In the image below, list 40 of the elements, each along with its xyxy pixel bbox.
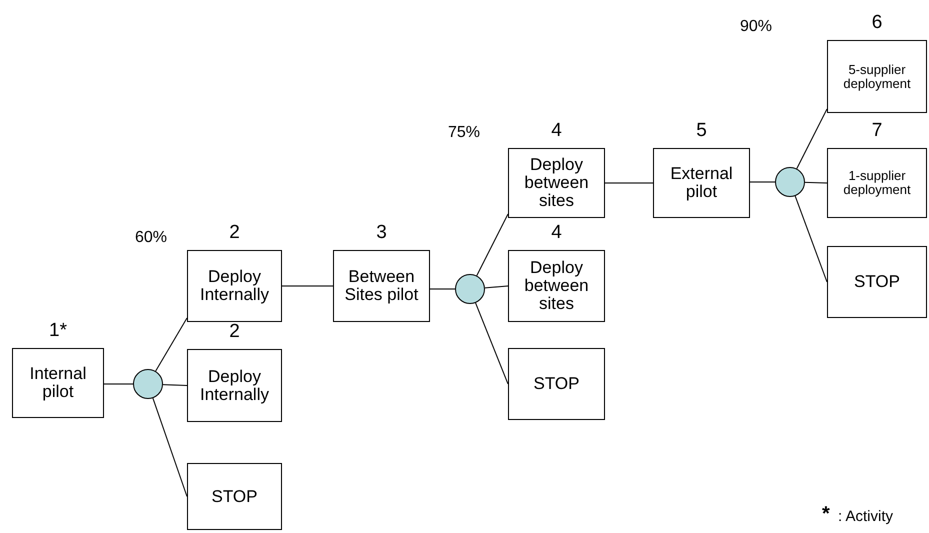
process-box: Deploy between sites bbox=[508, 148, 605, 218]
step-number: 2 bbox=[228, 222, 241, 244]
connector-line bbox=[484, 286, 508, 288]
process-box: External pilot bbox=[653, 148, 750, 218]
connector-line bbox=[430, 288, 456, 290]
connector-line bbox=[155, 318, 188, 372]
percentage-label: 60% bbox=[135, 229, 168, 247]
step-number: 5 bbox=[695, 120, 708, 142]
connector-line bbox=[796, 108, 828, 170]
legend-text: : Activity bbox=[838, 508, 894, 525]
process-box: Deploy Internally bbox=[187, 250, 282, 322]
connector-line bbox=[152, 398, 188, 497]
connector-line bbox=[475, 302, 508, 384]
step-number: 7 bbox=[870, 120, 884, 142]
connector-line bbox=[804, 182, 828, 184]
process-box: 5-supplier deployment bbox=[827, 40, 927, 113]
step-number: 4 bbox=[550, 222, 563, 244]
process-box: Deploy Internally bbox=[187, 349, 282, 422]
decision-circle bbox=[455, 274, 485, 304]
process-box: STOP bbox=[827, 246, 927, 318]
step-number: 2 bbox=[228, 321, 241, 343]
connector-line bbox=[604, 182, 654, 184]
connector-line bbox=[794, 196, 828, 282]
process-box: STOP bbox=[187, 463, 282, 530]
connector-line bbox=[476, 214, 508, 276]
process-box: STOP bbox=[508, 348, 605, 420]
legend-symbol: * bbox=[822, 503, 830, 526]
percentage-label: 75% bbox=[448, 124, 480, 142]
decision-circle bbox=[775, 167, 805, 197]
process-box: Deploy between sites bbox=[508, 250, 605, 322]
step-number: 1* bbox=[48, 320, 68, 342]
process-box: Between Sites pilot bbox=[333, 250, 430, 322]
process-box: 1-supplier deployment bbox=[827, 148, 927, 218]
step-number: 4 bbox=[550, 120, 563, 142]
connector-line bbox=[162, 384, 188, 386]
decision-circle bbox=[133, 369, 163, 399]
step-number: 6 bbox=[870, 12, 884, 34]
process-box: Internal pilot bbox=[12, 348, 104, 418]
step-number: 3 bbox=[375, 222, 388, 244]
percentage-label: 90% bbox=[740, 18, 772, 36]
